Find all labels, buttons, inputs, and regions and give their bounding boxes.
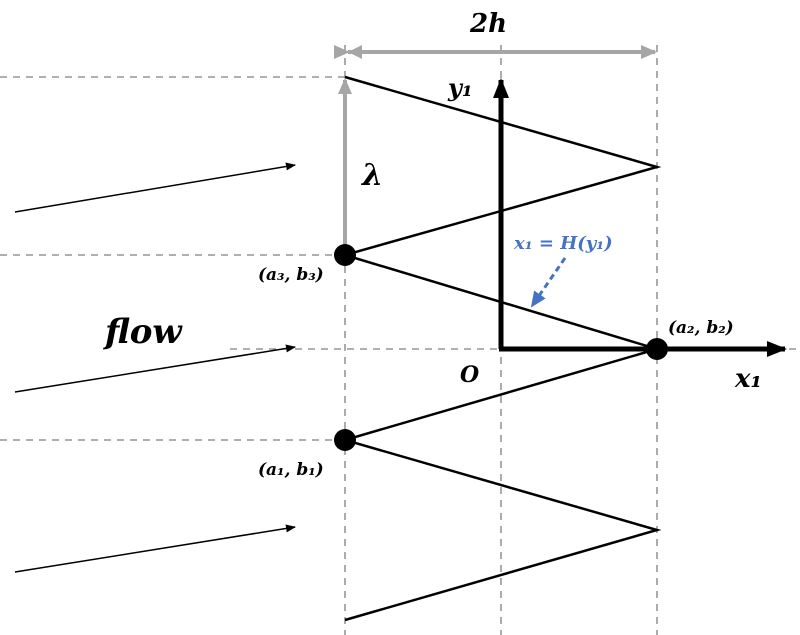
x-axis-label: x₁ [734, 364, 762, 394]
y-axis-label: y₁ [447, 73, 472, 102]
origin-label: O [460, 362, 479, 388]
point-a3-b3 [334, 244, 356, 266]
point-a2-b2 [646, 338, 668, 360]
point-a1-b1 [334, 429, 356, 451]
point2-label: (a₂, b₂) [668, 318, 734, 338]
flow-arrow [14, 344, 296, 393]
profile-label: x₁ = H(y₁) [513, 233, 613, 254]
flow-arrow [14, 162, 296, 213]
wavelength-label: λ [360, 158, 383, 193]
width-label: 2h [469, 9, 507, 39]
flow-arrow [14, 524, 296, 573]
point3-label: (a₃, b₃) [258, 265, 324, 285]
point1-label: (a₁, b₁) [258, 460, 324, 480]
flow-label: flow [102, 312, 183, 352]
width-arrowhead-left [348, 45, 362, 59]
profile-pointer-arrow [530, 257, 567, 308]
